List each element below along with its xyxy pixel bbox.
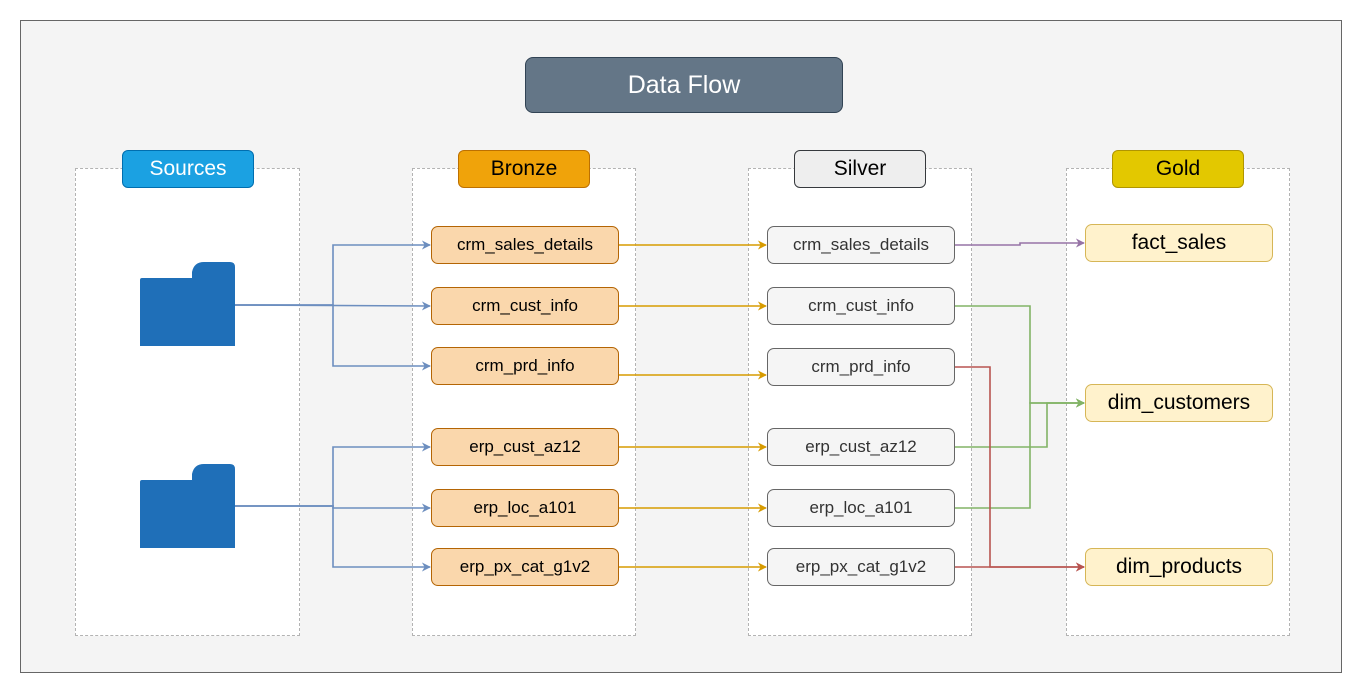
- diagram-title: Data Flow: [525, 57, 843, 113]
- bronze-node-crm-prd-info: crm_prd_info: [431, 347, 619, 385]
- edge-source-crm-to-bronze-crm_prd_info: [234, 304, 431, 371]
- edge-silver-crm_prd_info-to-gold-dim_products: [955, 366, 1085, 572]
- edge-source-erp-to-bronze-erp_px_cat_g1v2: [234, 505, 431, 572]
- edge-silver-erp_cust_az12-to-gold-dim_customers: [955, 398, 1085, 448]
- bronze-node-crm-sales-details: crm_sales_details: [431, 226, 619, 264]
- edge-silver-crm_sales_details-to-gold-fact_sales: [955, 238, 1085, 248]
- edge-source-erp-to-bronze-erp_cust_az12: [234, 442, 431, 507]
- folder-icon: [140, 262, 235, 346]
- bronze-node-erp-loc-a101: erp_loc_a101: [431, 489, 619, 527]
- bronze-node-crm-cust-info: crm_cust_info: [431, 287, 619, 325]
- edge-source-crm-to-bronze-crm_sales_details: [234, 240, 431, 306]
- lane-sources: [75, 168, 300, 636]
- silver-node-erp-cust-az12: erp_cust_az12: [767, 428, 955, 466]
- edge-silver-erp_loc_a101-to-gold-dim_customers: [955, 398, 1085, 509]
- gold-node-dim-products: dim_products: [1085, 548, 1273, 586]
- folder-icon: [140, 464, 235, 548]
- bronze-node-erp-cust-az12: erp_cust_az12: [431, 428, 619, 466]
- silver-node-crm-cust-info: crm_cust_info: [767, 287, 955, 325]
- lane-header-bronze: Bronze: [458, 150, 590, 188]
- silver-node-crm-sales-details: crm_sales_details: [767, 226, 955, 264]
- silver-node-crm-prd-info: crm_prd_info: [767, 348, 955, 386]
- lane-header-silver: Silver: [794, 150, 926, 188]
- lane-header-sources: Sources: [122, 150, 254, 188]
- gold-node-fact-sales: fact_sales: [1085, 224, 1273, 262]
- edge-silver-crm_cust_info-to-gold-dim_customers: [955, 305, 1085, 408]
- silver-node-erp-px-cat-g1v2: erp_px_cat_g1v2: [767, 548, 955, 586]
- lane-header-gold: Gold: [1112, 150, 1244, 188]
- bronze-node-erp-px-cat-g1v2: erp_px_cat_g1v2: [431, 548, 619, 586]
- gold-node-dim-customers: dim_customers: [1085, 384, 1273, 422]
- silver-node-erp-loc-a101: erp_loc_a101: [767, 489, 955, 527]
